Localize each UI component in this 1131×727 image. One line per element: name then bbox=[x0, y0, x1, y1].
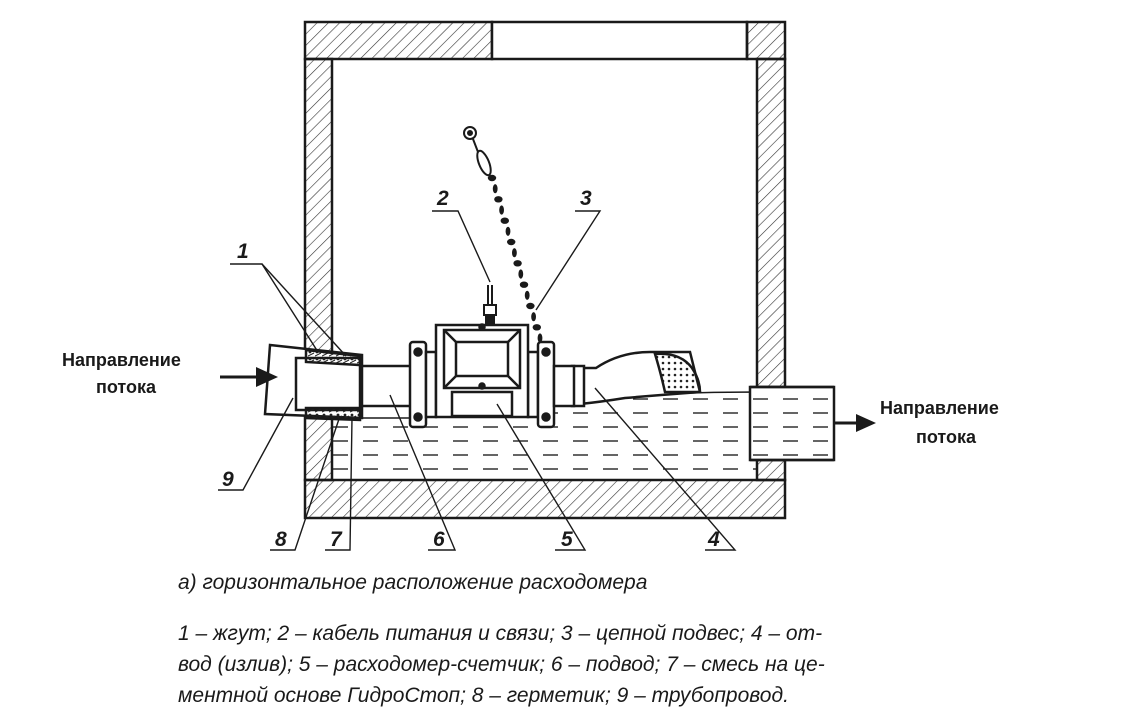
chamber-hatch-opening bbox=[490, 20, 749, 61]
chain-link bbox=[507, 238, 516, 246]
chamber-floor bbox=[303, 478, 787, 520]
legend-line: вод (излив); 5 – расходомер-счетчик; 6 –… bbox=[178, 649, 1058, 680]
callout-1: 1 bbox=[237, 240, 249, 263]
chain-suspension bbox=[463, 126, 543, 343]
flow-out-label-line2: потока bbox=[916, 427, 977, 447]
chamber-right-wall bbox=[755, 57, 787, 389]
chain-link bbox=[500, 217, 509, 224]
chain-link bbox=[532, 324, 541, 331]
flanges bbox=[408, 340, 576, 429]
legend-line: ментной основе ГидроСтоп; 8 – герметик; … bbox=[178, 680, 1058, 711]
chain-link bbox=[505, 226, 511, 236]
callout-9: 9 bbox=[222, 468, 234, 491]
chain-link bbox=[512, 248, 517, 258]
callout-6: 6 bbox=[433, 528, 445, 551]
chain-link bbox=[519, 281, 529, 288]
leader-lines bbox=[218, 210, 737, 551]
chain-link bbox=[518, 269, 524, 279]
chain-link bbox=[526, 302, 535, 310]
chamber-right-wall-lower bbox=[755, 458, 787, 482]
chain-link bbox=[537, 333, 543, 343]
flange-inlet-2 bbox=[424, 350, 438, 419]
chamber-top-wall-left bbox=[303, 20, 494, 61]
figure-legend: 1 – жгут; 2 – кабель питания и связи; 3 … bbox=[178, 618, 1058, 711]
chamber-top-wall-right bbox=[745, 20, 787, 61]
flange-outlet-1 bbox=[526, 350, 540, 419]
flow-in: Направление потока bbox=[62, 350, 278, 397]
sealant-top bbox=[304, 348, 362, 367]
flowmeter-body bbox=[434, 323, 530, 419]
chain-link bbox=[487, 174, 497, 182]
callout-2: 2 bbox=[436, 187, 449, 210]
figure-caption: а) горизонтальное расположение расходоме… bbox=[178, 571, 648, 594]
callout-8: 8 bbox=[275, 528, 287, 551]
outlet-pipe bbox=[748, 385, 836, 462]
legend-line-text: вод (излив); 5 – расходомер-счетчик; 6 –… bbox=[178, 653, 825, 676]
flowmeter-installation-diagram: 1 2 3 4 5 6 7 8 9 Направление потока Нап… bbox=[62, 20, 999, 551]
flow-out-label-line1: Направление bbox=[880, 398, 999, 418]
cable-connector bbox=[483, 285, 497, 326]
legend-line-text: ментной основе ГидроСтоп; 8 – герметик; … bbox=[178, 684, 789, 707]
callout-4: 4 bbox=[707, 528, 720, 551]
flow-in-label-line1: Направление bbox=[62, 350, 181, 370]
callout-numbers: 1 2 3 4 5 6 7 8 9 bbox=[222, 187, 720, 551]
legend-line: 1 – жгут; 2 – кабель питания и связи; 3 … bbox=[178, 618, 1058, 649]
chain-link bbox=[499, 205, 504, 215]
flow-in-arrow-head bbox=[256, 367, 278, 387]
callout-5: 5 bbox=[561, 528, 573, 551]
flow-out-arrow-head bbox=[856, 414, 876, 432]
sealant-bottom bbox=[304, 406, 362, 422]
inlet-pipe bbox=[263, 343, 417, 422]
legend-line-text: 1 – жгут; 2 – кабель питания и связи; 3 … bbox=[178, 622, 823, 645]
callout-3: 3 bbox=[580, 187, 592, 210]
callout-7: 7 bbox=[330, 528, 343, 551]
chain-link bbox=[524, 290, 530, 300]
chain-link bbox=[494, 196, 503, 203]
flow-in-label-line2: потока bbox=[96, 377, 157, 397]
chain-link bbox=[531, 312, 536, 322]
flow-out: Направление потока bbox=[834, 398, 999, 447]
chain-link bbox=[513, 260, 522, 267]
chain-link bbox=[492, 184, 498, 194]
